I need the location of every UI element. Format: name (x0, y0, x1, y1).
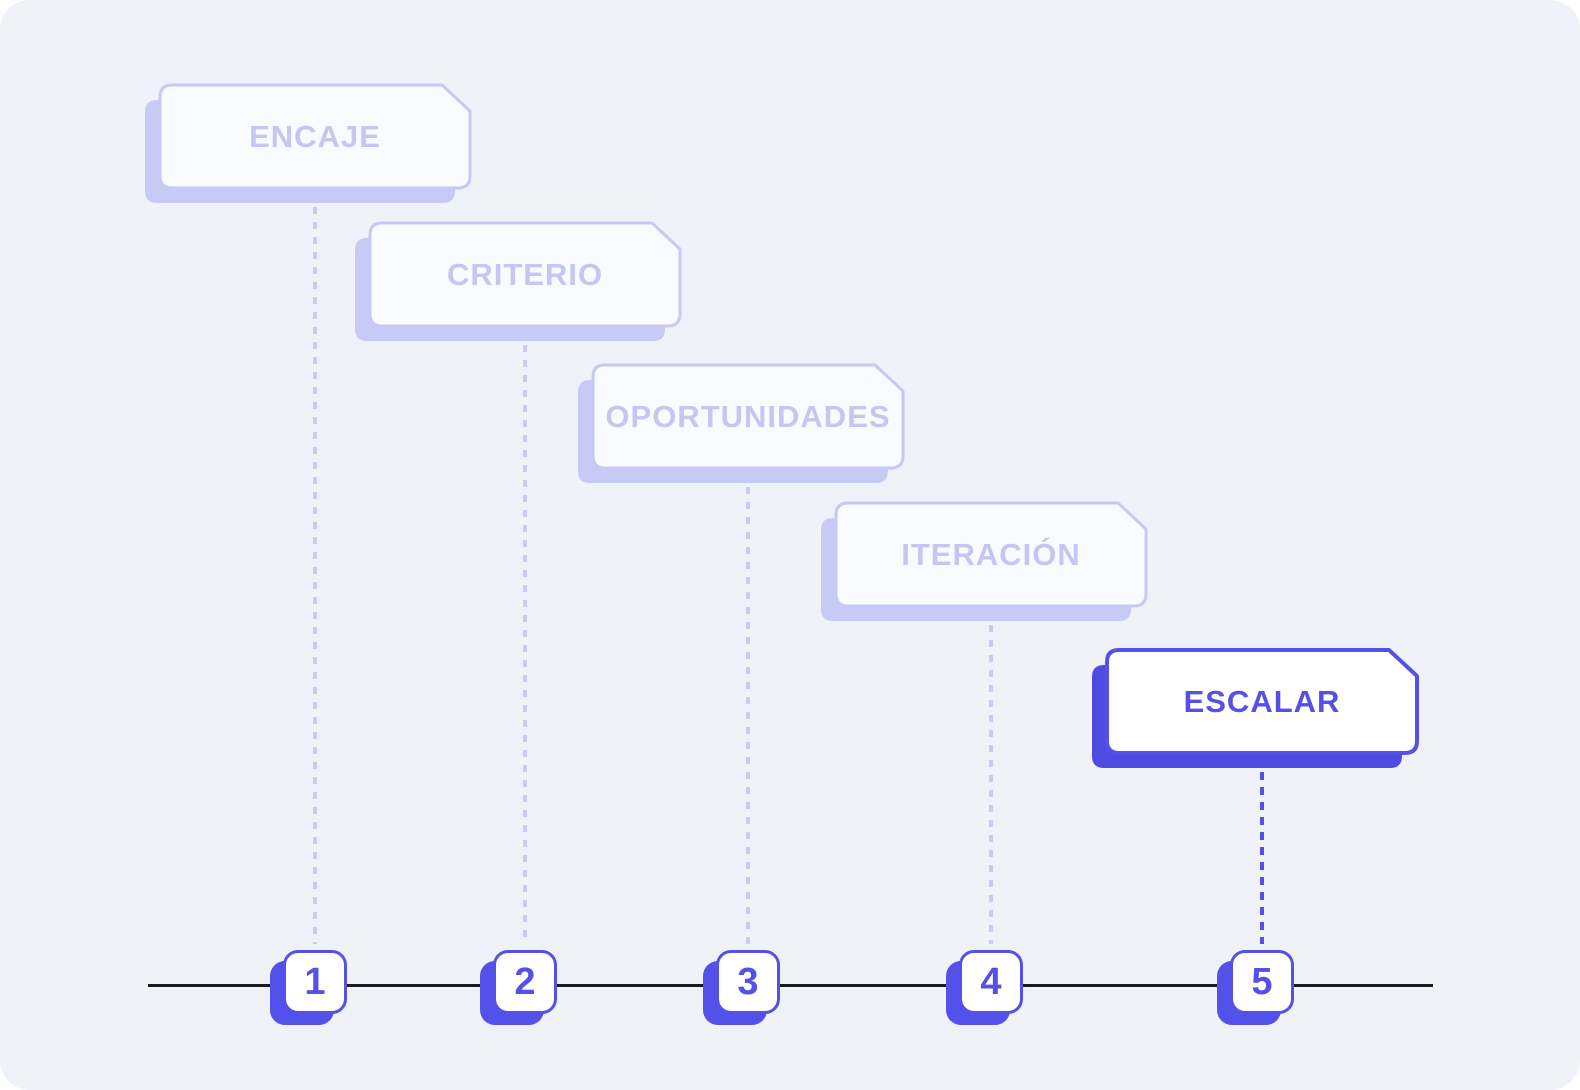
card-shape (578, 363, 905, 483)
step-number-box: 3 (716, 950, 780, 1014)
step-number-box: 1 (283, 950, 347, 1014)
connector-line (989, 625, 993, 944)
step-card: ITERACIÓN (821, 501, 1148, 621)
step-number: 2 (514, 960, 536, 1003)
card-shape (821, 501, 1148, 621)
card-shape (355, 221, 682, 341)
connector-line (313, 207, 317, 944)
step-card-label: ESCALAR (1183, 683, 1341, 719)
timeline-line (148, 984, 1433, 987)
step-card-label: ENCAJE (249, 118, 381, 154)
card-shape (1092, 648, 1419, 768)
step-number-box: 2 (493, 950, 557, 1014)
step-number-box: 4 (959, 950, 1023, 1014)
step-card: ESCALAR (1092, 648, 1419, 768)
card-shape (145, 83, 472, 203)
step-number: 5 (1251, 960, 1273, 1003)
step-number-box: 5 (1230, 950, 1294, 1014)
connector-line (746, 487, 750, 944)
step-card: ENCAJE (145, 83, 472, 203)
step-card-label: CRITERIO (446, 256, 604, 292)
step-card: CRITERIO (355, 221, 682, 341)
step-card: OPORTUNIDADES (578, 363, 905, 483)
step-number: 3 (737, 960, 759, 1003)
step-number: 1 (304, 960, 326, 1003)
connector-line (523, 345, 527, 944)
step-card-label: OPORTUNIDADES (605, 398, 891, 434)
step-card-label: ITERACIÓN (901, 536, 1081, 572)
connector-line (1260, 772, 1264, 944)
step-number: 4 (980, 960, 1002, 1003)
